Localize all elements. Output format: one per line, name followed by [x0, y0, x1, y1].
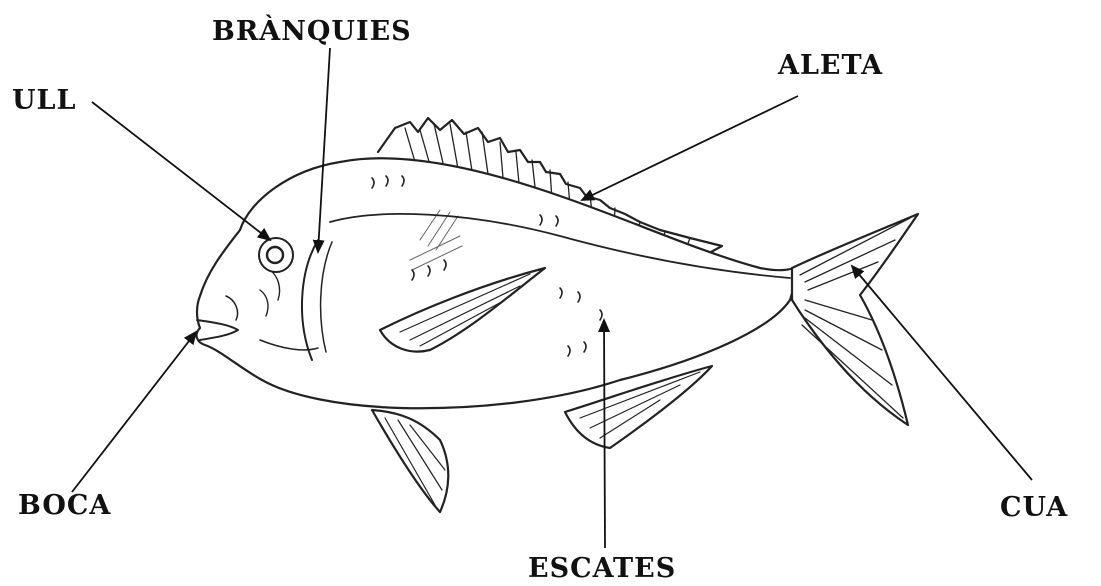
label-escates: ESCATES [528, 555, 676, 582]
label-ull: ULL [12, 87, 77, 114]
arrow-aleta [582, 96, 798, 200]
arrow-ull [92, 102, 270, 240]
label-boca: BOCA [18, 492, 111, 519]
eye-pupil [267, 247, 283, 263]
arrow-boca [72, 332, 196, 492]
arrow-escates [604, 320, 605, 548]
label-cua: CUA [1000, 494, 1068, 521]
label-branquies: BRÀNQUIES [212, 18, 412, 45]
fish-illustration [197, 118, 918, 512]
label-aleta: ALETA [778, 52, 883, 79]
tail-fin [792, 214, 918, 425]
